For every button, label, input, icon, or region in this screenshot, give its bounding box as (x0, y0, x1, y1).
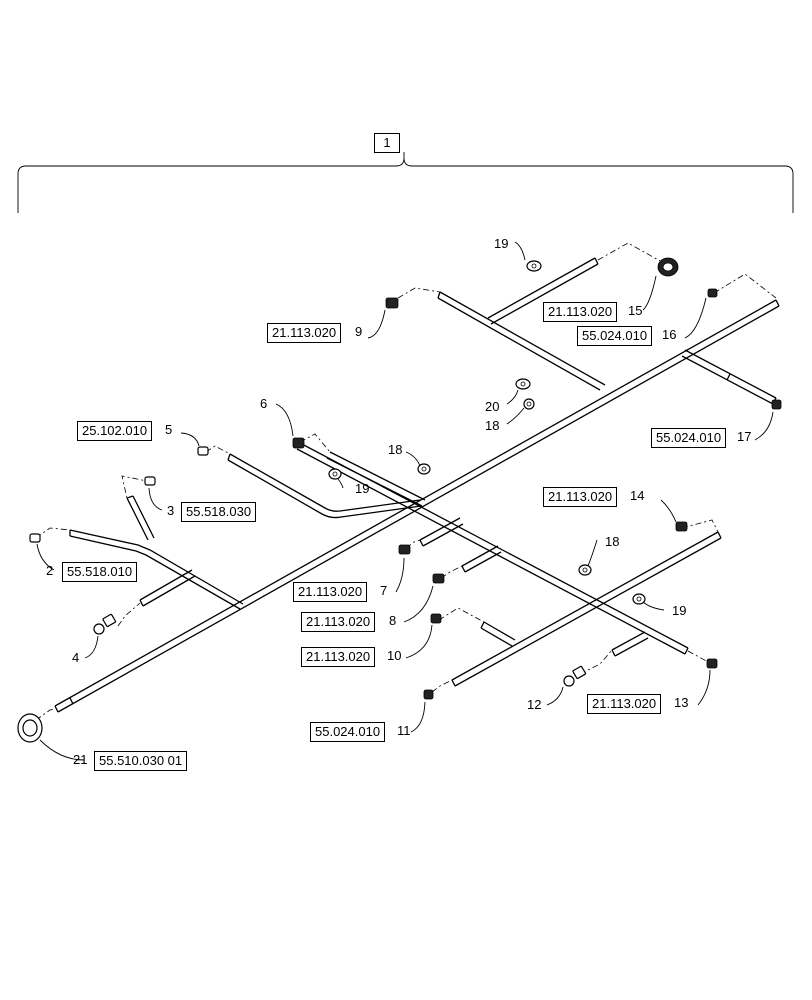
callout-number: 18 (388, 442, 403, 457)
connector-9 (385, 297, 399, 309)
connector-17 (771, 399, 782, 410)
clip-18a (523, 398, 535, 410)
connector-13 (706, 658, 718, 669)
clip-19a (526, 260, 542, 272)
leader-lines (36, 241, 774, 761)
callout-reference[interactable]: 21.113.020 (267, 323, 342, 343)
branch-left-bend (227, 451, 426, 519)
connector-15 (657, 257, 679, 277)
callout-reference[interactable]: 55.024.010 (310, 722, 386, 742)
callout-number: 16 (662, 327, 677, 342)
connector-7 (398, 544, 411, 555)
callout-number: 18 (605, 534, 620, 549)
callout-number: 8 (389, 613, 397, 628)
clip-19b (328, 468, 342, 480)
callout-reference[interactable]: 25.102.010 (77, 421, 153, 441)
callout-number: 5 (165, 422, 173, 437)
connector-11 (423, 689, 434, 700)
clip-18b (417, 463, 431, 475)
callout-number: 19 (494, 236, 509, 251)
callout-reference[interactable]: 55.518.030 (181, 502, 257, 522)
clip-19c (632, 593, 646, 605)
callout-reference[interactable]: 55.518.010 (62, 562, 138, 582)
dashed-connection-lines (35, 242, 779, 721)
connector-5 (197, 446, 209, 456)
branch-left-y (69, 495, 244, 610)
callout-number: 20 (485, 399, 500, 414)
callout-reference[interactable]: 21.113.020 (543, 487, 618, 507)
callout-reference[interactable]: 55.510.030 01 (94, 751, 188, 771)
connector-16 (707, 288, 718, 298)
clip-20 (515, 378, 531, 390)
callout-reference[interactable]: 21.113.020 (543, 302, 618, 322)
callout-number: 18 (485, 418, 500, 433)
callout-reference[interactable]: 21.113.020 (301, 647, 376, 667)
callout-number: 21 (73, 752, 88, 767)
middle-branches (419, 517, 649, 657)
callout-reference[interactable]: 21.113.020 (587, 694, 662, 714)
callout-number: 19 (672, 603, 687, 618)
callout-reference[interactable]: 21.113.020 (301, 612, 376, 632)
clip-18c (578, 564, 592, 576)
callout-number: 9 (355, 324, 363, 339)
callout-number: 19 (355, 481, 370, 496)
callout-number: 6 (260, 396, 268, 411)
assembly-item-box: 1 (374, 133, 400, 153)
assembly-bracket (17, 152, 794, 213)
connector-3 (144, 476, 156, 486)
ring-terminal-12 (563, 665, 587, 687)
connector-10 (430, 613, 442, 624)
callout-reference[interactable]: 55.024.010 (651, 428, 727, 448)
callout-number: 12 (527, 697, 542, 712)
connector-8 (432, 573, 445, 584)
connector-14 (675, 521, 688, 532)
callout-number: 2 (46, 563, 54, 578)
callout-number: 15 (628, 303, 643, 318)
callout-reference[interactable]: 55.024.010 (577, 326, 653, 346)
connector-6 (292, 437, 305, 449)
callout-number: 10 (387, 648, 402, 663)
components (17, 257, 782, 743)
connector-2 (29, 533, 41, 543)
callout-number: 17 (737, 429, 752, 444)
callout-number: 7 (380, 583, 388, 598)
grommet-21 (17, 713, 43, 743)
callout-number: 11 (397, 723, 411, 738)
upper-branches (437, 257, 777, 405)
callout-number: 14 (630, 488, 645, 503)
callout-number: 13 (674, 695, 689, 710)
callout-number: 4 (72, 650, 80, 665)
callout-reference[interactable]: 21.113.020 (293, 582, 368, 602)
callout-number: 3 (167, 503, 175, 518)
ring-terminal-4 (93, 613, 117, 635)
